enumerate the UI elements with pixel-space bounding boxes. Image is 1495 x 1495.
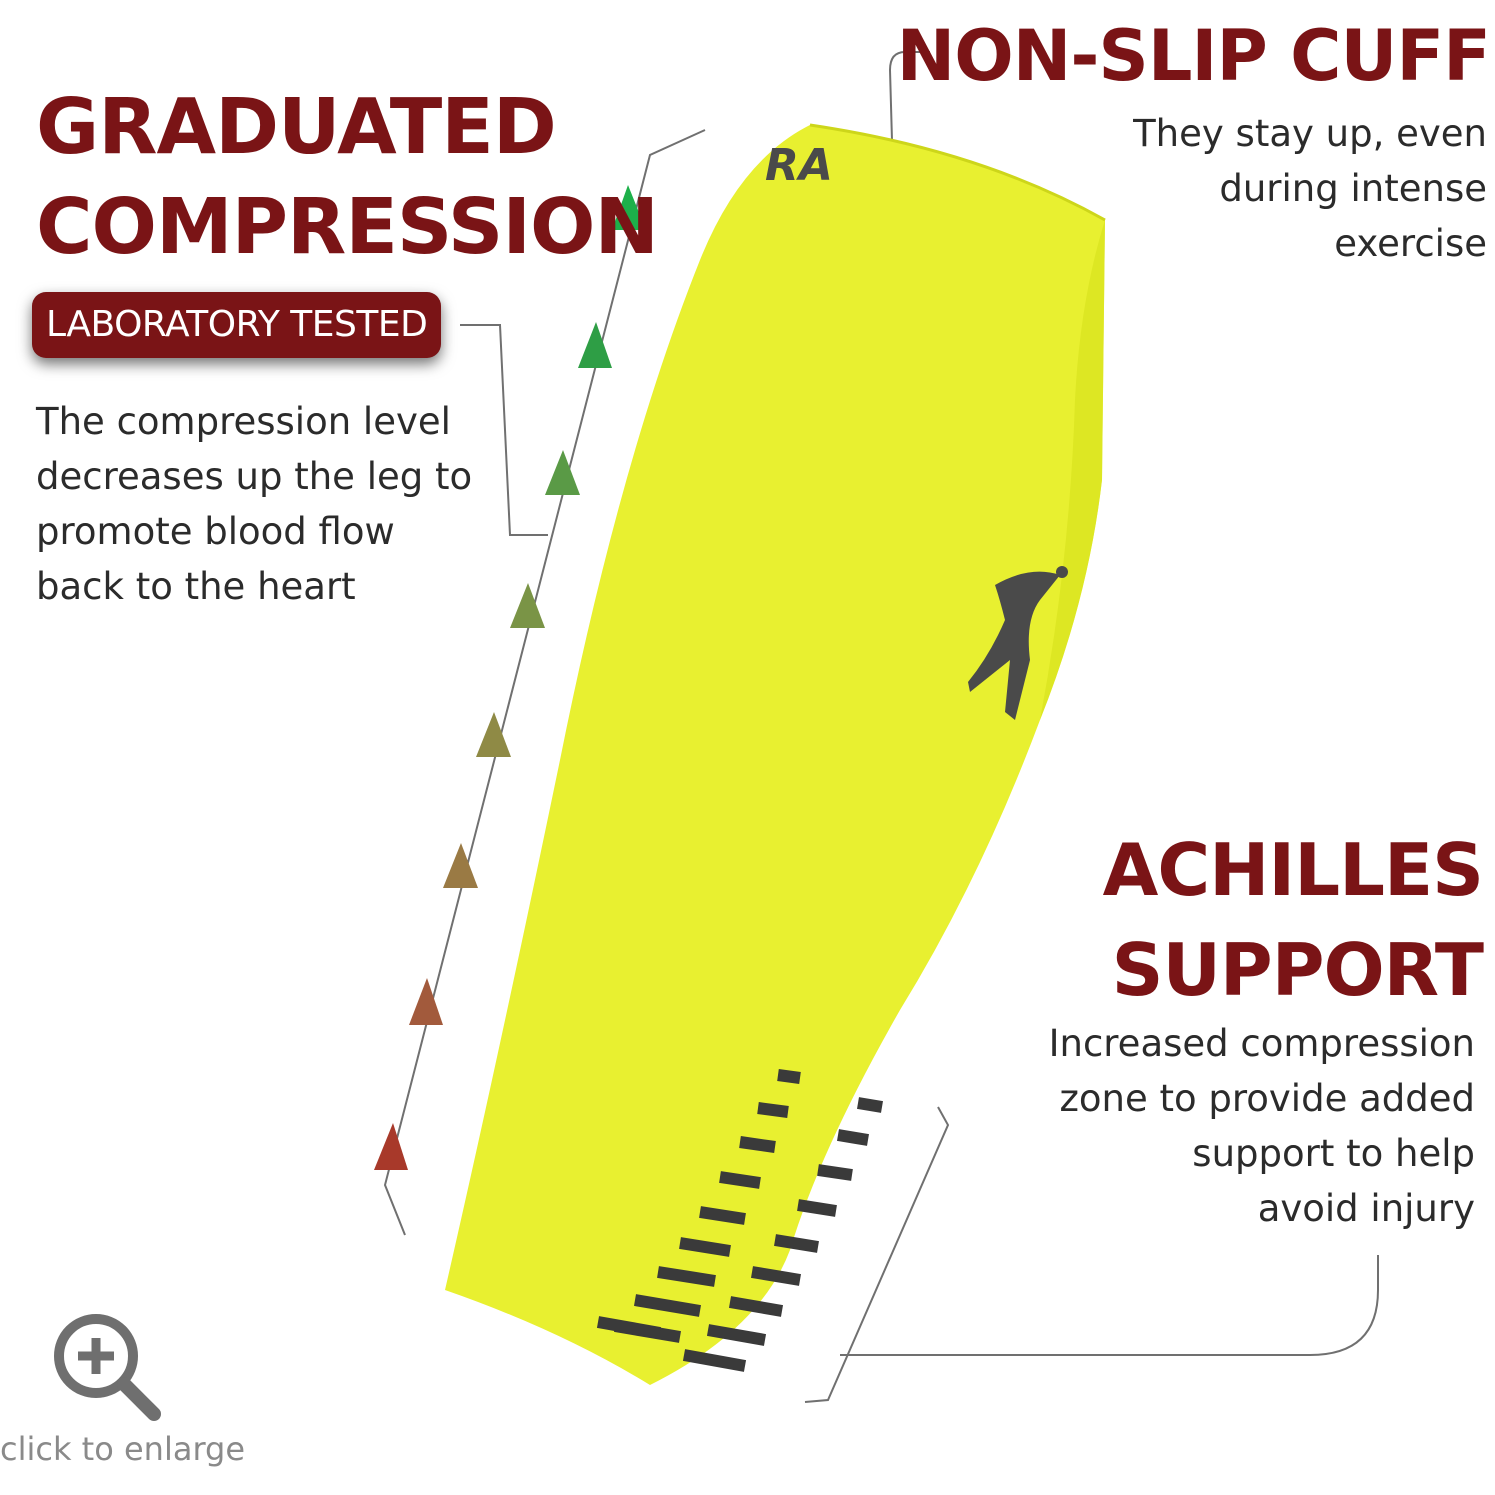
graduated-title-line1: GRADUATED bbox=[36, 83, 557, 172]
achilles-leader-line bbox=[804, 1106, 1379, 1403]
runner-logo-icon bbox=[968, 571, 1060, 720]
compression-arrow-7 bbox=[409, 978, 443, 1025]
achilles-description: Increased compression zone to provide ad… bbox=[1048, 1022, 1475, 1230]
achilles-support-title: ACHILLES SUPPORT bbox=[1102, 820, 1484, 1020]
compression-scale-line bbox=[383, 129, 706, 1236]
achilles-stripes bbox=[596, 1069, 801, 1343]
achilles-title-line2: SUPPORT bbox=[1111, 928, 1484, 1012]
compression-arrow-3 bbox=[545, 450, 580, 495]
achilles-title-line1: ACHILLES bbox=[1102, 828, 1484, 912]
non-slip-cuff-title: NON-SLIP CUFF bbox=[896, 15, 1491, 97]
non-slip-cuff-description: They stay up, even during intense exerci… bbox=[1133, 112, 1487, 265]
compression-arrow-4 bbox=[510, 583, 545, 628]
compression-sleeve bbox=[445, 125, 1105, 1385]
compression-arrow-5 bbox=[476, 712, 511, 757]
reflective-stripes bbox=[682, 1097, 883, 1372]
brand-fragment: RA bbox=[765, 140, 833, 191]
compression-arrow-2 bbox=[578, 322, 612, 368]
laboratory-tested-badge: LABORATORY TESTED bbox=[32, 292, 442, 358]
click-to-enlarge-link[interactable]: click to enlarge bbox=[0, 1430, 246, 1468]
compression-arrow-8 bbox=[374, 1123, 408, 1170]
compression-arrow-6 bbox=[443, 843, 478, 888]
graduated-compression-title: GRADUATED COMPRESSION bbox=[36, 78, 659, 278]
compression-arrows bbox=[374, 185, 646, 1170]
magnifier-plus-icon[interactable] bbox=[50, 1310, 165, 1425]
cuff-leader-line bbox=[888, 51, 930, 177]
compression-arrow-1 bbox=[612, 185, 646, 230]
graduated-description: The compression level decreases up the l… bbox=[36, 400, 473, 608]
badge-leader-line bbox=[460, 324, 548, 536]
graduated-title-line2: COMPRESSION bbox=[36, 183, 659, 272]
